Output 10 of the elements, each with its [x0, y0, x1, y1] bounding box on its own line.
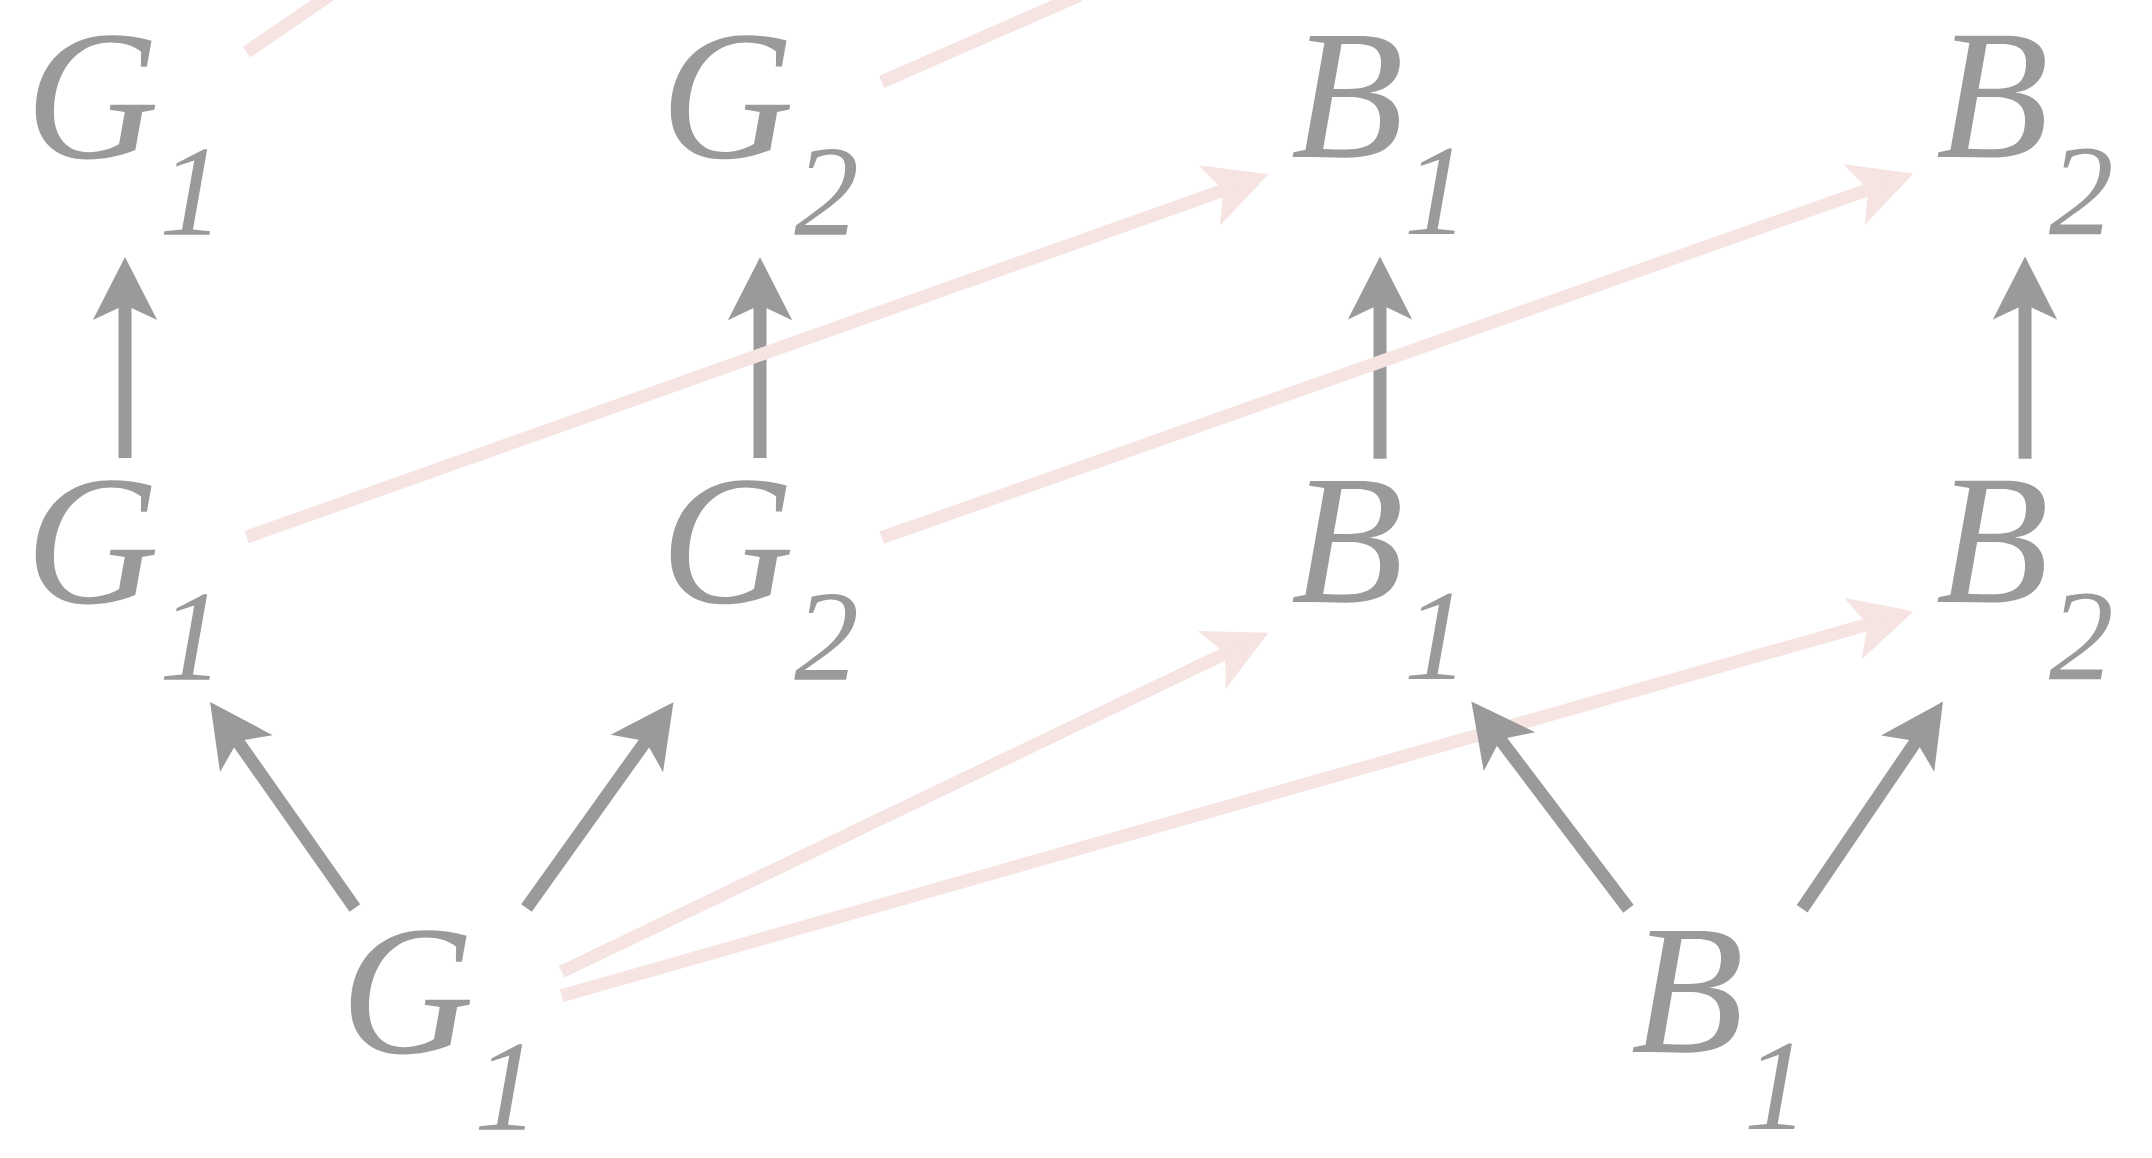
letter-label: G$_{2}$	[670, 35, 857, 235]
letter-label: G$_{1}$	[350, 930, 526, 1130]
letter-label: B$_{2}$	[1937, 35, 2111, 235]
letter-label: G$_{1}$	[35, 480, 211, 680]
letter-label: B$_{1}$	[1292, 480, 1455, 679]
letter-label: B$_{1}$	[1632, 930, 1795, 1129]
letter-label: G$_{1}$	[35, 35, 211, 235]
letter-label: B$_{2}$	[1937, 480, 2111, 680]
letter-label: B$_{1}$	[1292, 35, 1455, 234]
letter-label: G$_{2}$	[670, 480, 857, 680]
